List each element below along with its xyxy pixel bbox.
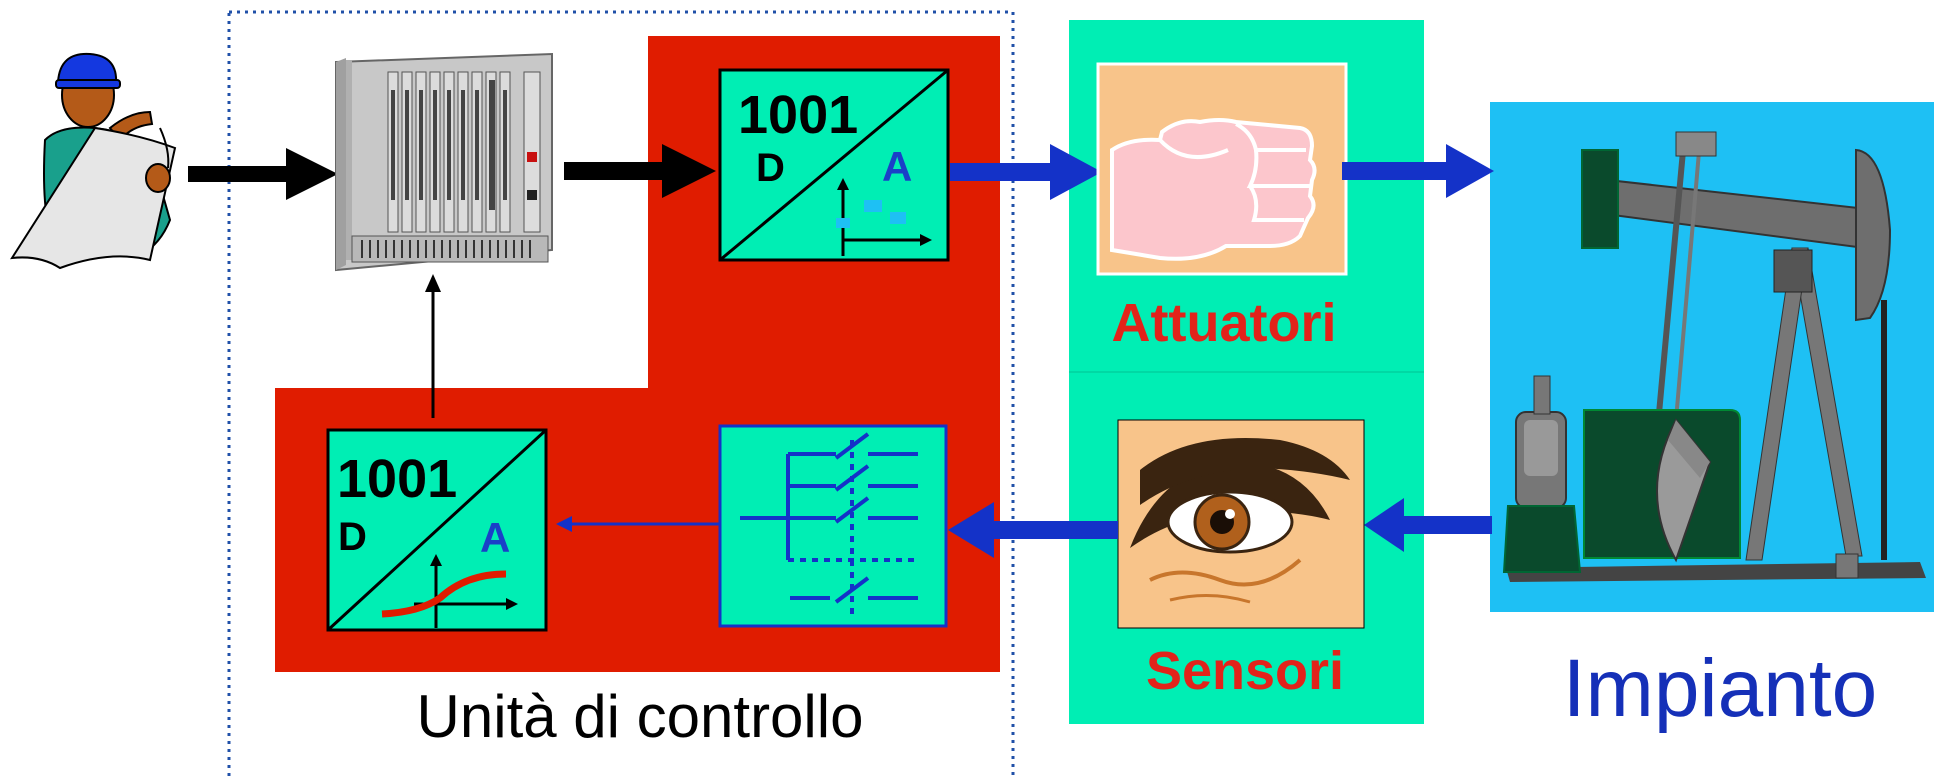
fist-icon — [1096, 62, 1348, 276]
arrow-actuators-to-plant — [1342, 144, 1494, 198]
adc-digital-label: D — [338, 515, 367, 559]
dac-number: 1001 — [738, 85, 859, 145]
pump-jack-icon — [1502, 131, 1926, 582]
dac-analog-label: A — [882, 143, 913, 190]
arrow-filter-to-adc — [556, 516, 720, 532]
arrow-dac-to-actuators — [950, 144, 1102, 200]
control-unit-boundary — [227, 10, 1015, 776]
operator-icon — [10, 52, 177, 270]
adc-number: 1001 — [337, 449, 458, 509]
arrow-plant-to-sensors — [1364, 498, 1492, 552]
arrow-sensors-to-filter — [948, 502, 1118, 558]
arrow-rack-to-dac — [564, 144, 716, 198]
actuators-label: Attuatori — [1111, 293, 1337, 353]
dac-digital-label: D — [756, 146, 785, 190]
adc-converter-block — [326, 428, 548, 632]
control-unit-label: Unità di controllo — [416, 683, 864, 750]
eye-icon — [1117, 419, 1365, 629]
plant-label: Impianto — [1562, 643, 1878, 734]
dac-converter-block — [718, 68, 950, 262]
adc-analog-label: A — [480, 514, 511, 561]
sensors-label: Sensori — [1145, 641, 1345, 701]
arrow-adc-to-rack — [425, 274, 441, 418]
sampling-switch-block — [718, 424, 948, 628]
arrow-operator-to-rack — [188, 148, 338, 200]
controller-rack-icon — [335, 52, 553, 272]
